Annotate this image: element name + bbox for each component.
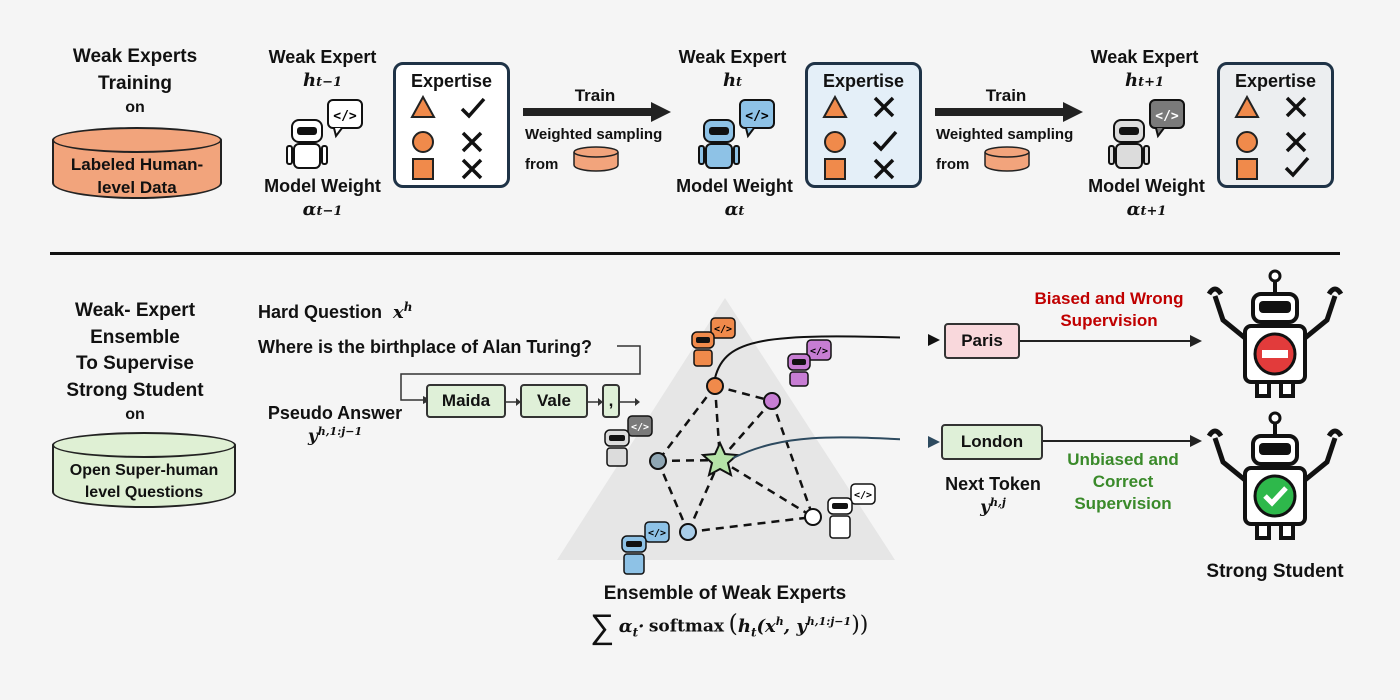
train-arrow-1	[523, 102, 671, 122]
svg-text:</>: </>	[714, 324, 732, 335]
robot-icon-expert-2: </>	[690, 98, 780, 174]
expertise-grid-2	[822, 95, 898, 180]
ensemble-title: Ensemble of Weak Experts	[603, 583, 847, 604]
open-db-label-line-2: level Questions	[84, 483, 204, 501]
output-token-london: London	[941, 424, 1043, 460]
svg-text:</>: </>	[854, 490, 872, 501]
expertise-title-3: Expertise	[1234, 71, 1317, 91]
from-label-1: from	[525, 156, 559, 173]
ensemble-formula: ∑ αt· softmax (ht(xh, yh,1:j−1))	[590, 608, 869, 646]
expertise-grid-3	[1234, 95, 1310, 180]
weak-expert-label-2: Weak Expert ht	[678, 47, 787, 92]
open-db-label-line-1: Open Super-human	[69, 462, 219, 479]
training-section-label: Weak Experts Training on	[72, 46, 198, 117]
supervision-arrows	[1020, 335, 1202, 447]
hard-question-label: Hard Question xh	[258, 300, 413, 323]
train-arrow-2	[935, 102, 1083, 122]
svg-text:</>: </>	[810, 346, 828, 357]
db-label-line-2: level Data	[97, 177, 177, 197]
open-questions-cylinder: Open Super-human level Questions	[52, 432, 236, 508]
node-purple	[763, 392, 781, 410]
sampling-label-2: Weighted sampling	[936, 126, 1074, 143]
robot-icon-white: </>	[827, 483, 876, 539]
ensemble-triangle	[557, 298, 895, 560]
token-arrows	[506, 398, 640, 406]
next-token-label: Next Token yh,j	[945, 474, 1041, 519]
expertise-box-3: Expertise	[1217, 62, 1334, 188]
mini-db-icon-1	[573, 146, 619, 172]
train-label-2: Train	[985, 86, 1027, 105]
strong-student-robot-wrong	[1206, 269, 1344, 398]
token-maida: Maida	[426, 384, 506, 418]
biased-verdict: Biased and Wrong Supervision	[1034, 289, 1184, 331]
labeled-data-cylinder: Labeled Human- level Data	[52, 127, 222, 199]
expertise-title-1: Expertise	[410, 71, 493, 91]
strong-student-label: Strong Student	[1206, 561, 1344, 582]
db-label-line-1: Labeled Human-	[70, 155, 204, 174]
expertise-box-2: Expertise	[805, 62, 922, 188]
robot-icon-orange: </>	[691, 317, 736, 367]
section-divider	[50, 252, 1340, 255]
arrowheads-to-outputs	[928, 334, 940, 448]
curve-to-paris	[714, 335, 900, 379]
pseudo-answer-label: Pseudo Answer yh,1:j−1	[267, 403, 403, 448]
node-gray	[649, 452, 667, 470]
robot-icon-blue: </>	[621, 521, 670, 575]
token-comma: ,	[602, 384, 620, 418]
svg-text:</>: </>	[1155, 109, 1179, 124]
robot-icon-expert-1: </>	[278, 98, 368, 174]
expertise-box-1: Expertise	[393, 62, 510, 188]
output-token-paris: Paris	[944, 323, 1020, 359]
model-weight-label-3: Model Weight αt+1	[1088, 176, 1205, 221]
mini-db-icon-2	[984, 146, 1030, 172]
robot-icon-expert-3: </>	[1100, 98, 1190, 174]
train-label-1: Train	[574, 86, 616, 105]
expertise-title-2: Expertise	[822, 71, 905, 91]
svg-text:</>: </>	[631, 422, 649, 433]
strong-student-robot-correct	[1206, 411, 1344, 540]
svg-text:</>: </>	[333, 109, 357, 124]
expertise-grid-1	[410, 95, 486, 180]
weak-expert-label-3: Weak Expert ht+1	[1090, 47, 1199, 92]
ensemble-graph: </> </> </> </> </>	[557, 298, 900, 575]
robot-icon-gray: </>	[604, 415, 653, 467]
model-weight-label-1: Model Weight αt−1	[264, 176, 381, 221]
token-vale: Vale	[520, 384, 588, 418]
unbiased-verdict: Unbiased and Correct Supervision	[1067, 450, 1179, 514]
node-blue	[679, 523, 697, 541]
question-text: Where is the birthplace of Alan Turing?	[258, 337, 593, 357]
svg-text:</>: </>	[745, 109, 769, 124]
node-white	[804, 508, 822, 526]
star-node	[700, 440, 740, 477]
robot-icon-purple: </>	[787, 339, 832, 387]
model-weight-label-2: Model Weight αt	[676, 176, 793, 221]
node-orange	[706, 377, 724, 395]
weak-expert-label-1: Weak Expert ht−1	[268, 47, 377, 92]
from-label-2: from	[936, 156, 970, 173]
check-circle-icon	[1253, 474, 1297, 518]
svg-text:</>: </>	[648, 528, 666, 539]
sampling-label-1: Weighted sampling	[525, 126, 663, 143]
ensemble-section-label: Weak- Expert Ensemble To Supervise Stron…	[66, 300, 204, 424]
curve-to-london	[732, 436, 900, 459]
